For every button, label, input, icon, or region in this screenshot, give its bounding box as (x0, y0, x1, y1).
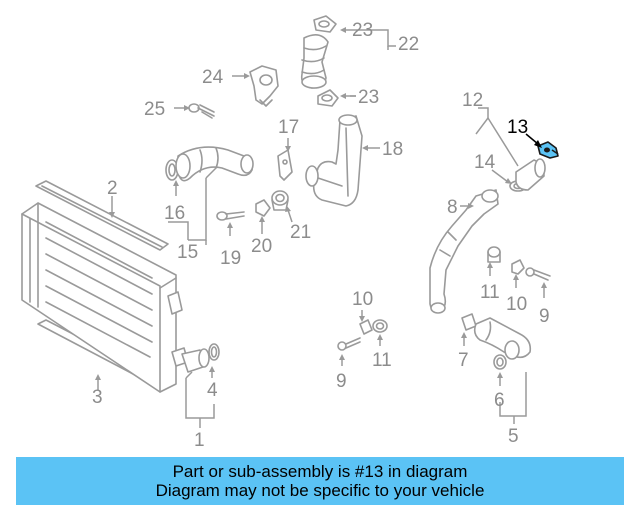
callout-3: 3 (92, 387, 103, 408)
callout-9-right: 9 (539, 306, 550, 327)
banner-line-2: Diagram may not be specific to your vehi… (155, 481, 485, 500)
part-10-fitting-right (511, 259, 525, 275)
part-21-grommet (271, 190, 289, 211)
callout-11-middle: 11 (372, 350, 392, 371)
part-20-fitting (255, 199, 271, 217)
info-banner: Part or sub-assembly is #13 in diagram D… (16, 457, 624, 505)
part-6-clamp (493, 354, 507, 370)
part-10-fitting-middle (359, 319, 373, 335)
callout-23-bottom: 23 (358, 87, 379, 108)
part-4-clamp (208, 343, 220, 361)
callout-24: 24 (202, 67, 224, 88)
callout-7: 7 (458, 350, 469, 371)
callout-13: 13 (507, 117, 528, 138)
leader-lines (95, 27, 547, 428)
callout-labels: 2 3 4 1 16 15 23 22 23 24 25 17 18 19 20… (92, 20, 550, 451)
callout-10-middle: 10 (352, 289, 373, 310)
part-2-upper-strip (35, 180, 169, 251)
callout-14: 14 (474, 152, 496, 173)
callout-22: 22 (398, 34, 419, 55)
part-7-clip (461, 313, 477, 331)
callout-15: 15 (177, 242, 198, 263)
part-18-pipe (305, 114, 363, 207)
part-17-bracket (277, 149, 293, 181)
callout-5: 5 (508, 426, 519, 447)
banner-line-1: Part or sub-assembly is #13 in diagram (172, 462, 468, 481)
callout-9-middle: 9 (336, 371, 347, 392)
part-15-hose (175, 146, 254, 182)
callout-4: 4 (207, 380, 218, 401)
part-9-bolt-middle (337, 337, 361, 351)
part-24-sensor (249, 65, 279, 107)
callout-19: 19 (220, 248, 241, 269)
part-1-intercooler (21, 202, 210, 393)
part-13-highlighted-part (537, 141, 559, 159)
part-22-upper-hose (300, 34, 329, 89)
callout-20: 20 (251, 236, 272, 257)
callout-21: 21 (290, 222, 311, 243)
part-11-grommet-right (487, 246, 501, 263)
leader-line-13 (525, 133, 542, 148)
part-23-lower-clip (317, 89, 339, 107)
callout-8: 8 (447, 197, 458, 218)
part-11-grommet-middle (372, 319, 388, 333)
callout-18: 18 (382, 139, 403, 160)
part-25-bolt (188, 103, 215, 119)
callout-23-top: 23 (352, 20, 373, 41)
callout-16: 16 (164, 203, 185, 224)
part-8-outlet-pipe (429, 189, 499, 314)
callout-17: 17 (278, 117, 299, 138)
part-23-upper-clip (313, 15, 337, 33)
callout-25: 25 (144, 99, 165, 120)
part-5-hose (473, 317, 532, 360)
callout-2: 2 (107, 178, 118, 199)
callout-10-right: 10 (506, 294, 527, 315)
callout-11-right: 11 (480, 282, 500, 303)
callout-12: 12 (462, 90, 483, 111)
callout-6: 6 (494, 390, 505, 411)
part-12-hose (515, 158, 546, 191)
part-19-bolt (216, 211, 245, 221)
part-9-bolt-right (525, 267, 551, 281)
callout-1: 1 (194, 430, 205, 451)
